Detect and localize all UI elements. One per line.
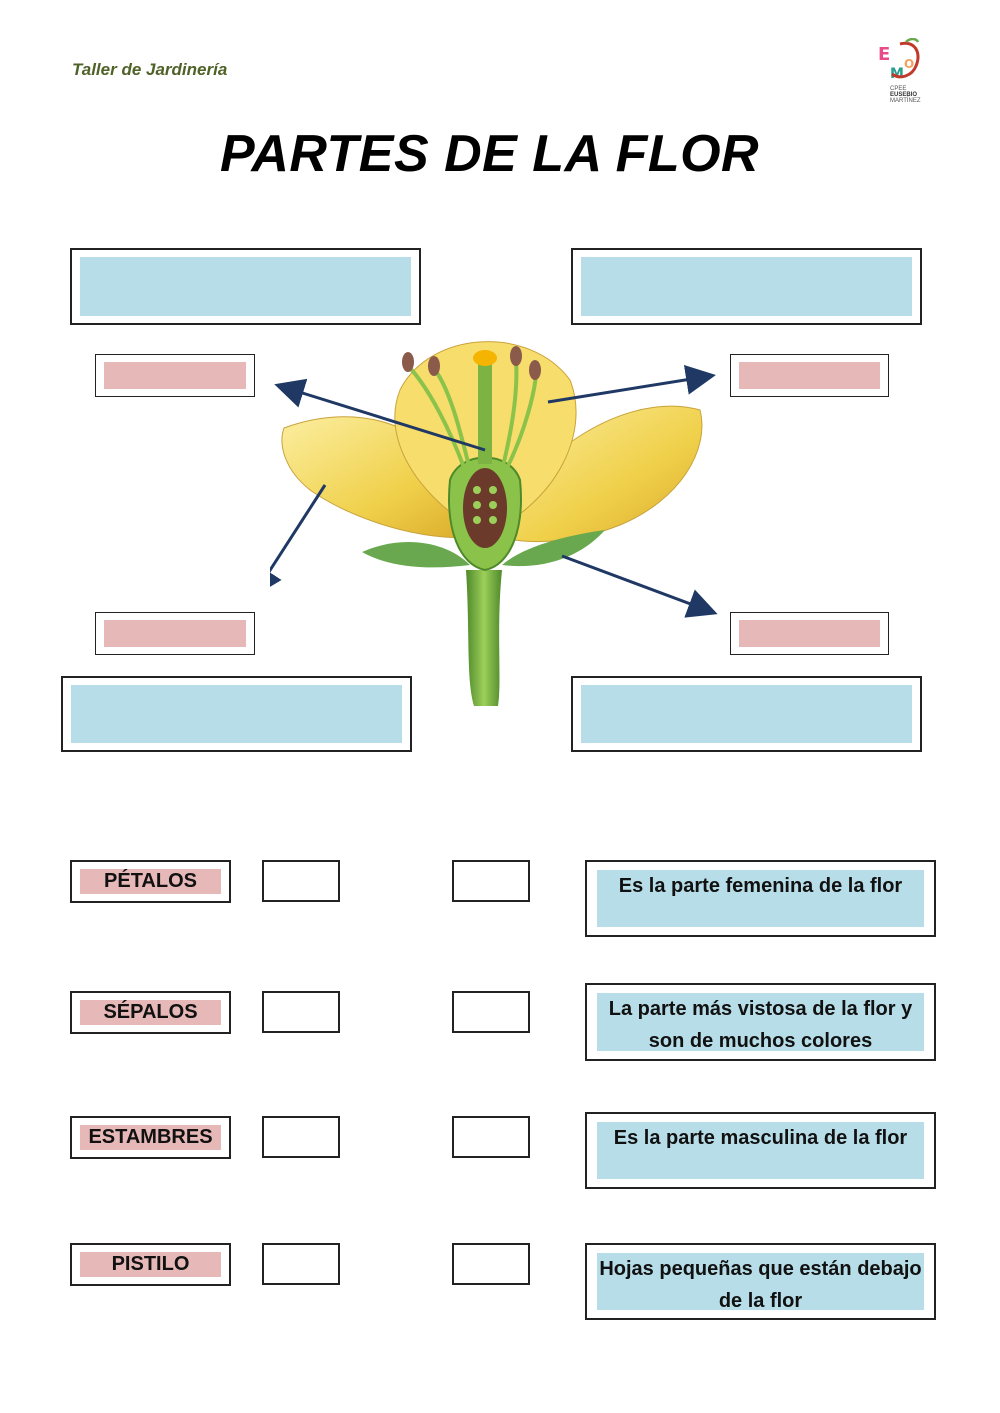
definition-3[interactable]: Es la parte masculina de la flor — [585, 1112, 936, 1189]
answer-box-left-1[interactable] — [262, 860, 340, 902]
answer-box-left-2[interactable] — [262, 991, 340, 1033]
label-slot-top-right[interactable] — [730, 354, 889, 397]
term-label: SÉPALOS — [80, 1000, 221, 1025]
style — [478, 364, 492, 464]
logo-mark-icon: E M O — [878, 37, 920, 82]
arrow-stamen — [547, 364, 716, 404]
term-pistilo[interactable]: PISTILO — [70, 1243, 231, 1286]
drop-zone-bottom-right[interactable] — [571, 676, 922, 752]
logo-line-1: CPEE — [890, 86, 907, 92]
label-slot-top-left[interactable] — [95, 354, 255, 397]
definition-text: Es la parte femenina de la flor — [597, 870, 924, 927]
term-label: ESTAMBRES — [80, 1125, 221, 1150]
logo-caption: CPEE EUSEBIO MARTÍNEZ — [890, 86, 934, 104]
stem — [466, 570, 502, 706]
answer-box-left-3[interactable] — [262, 1116, 340, 1158]
answer-box-right-3[interactable] — [452, 1116, 530, 1158]
school-logo: E M O CPEE EUSEBIO MARTÍNEZ — [870, 37, 940, 108]
logo-letter-e: E — [878, 44, 890, 65]
term-estambres[interactable]: ESTAMBRES — [70, 1116, 231, 1159]
term-petalos[interactable]: PÉTALOS — [70, 860, 231, 903]
definition-text: Hojas pequeñas que están debajo de la fl… — [597, 1253, 924, 1312]
drop-zone-top-right[interactable] — [571, 248, 922, 325]
term-label: PISTILO — [80, 1252, 221, 1277]
workshop-label: Taller de Jardinería — [72, 60, 228, 79]
answer-box-right-2[interactable] — [452, 991, 530, 1033]
arrow-sepal — [561, 554, 718, 618]
ovary-chamber — [463, 468, 507, 548]
answer-box-right-1[interactable] — [452, 860, 530, 902]
stigma — [473, 350, 497, 366]
drop-zone-top-left[interactable] — [70, 248, 421, 325]
left-sepal — [362, 542, 470, 568]
term-label: PÉTALOS — [80, 869, 221, 894]
logo-letter-o: O — [904, 57, 914, 71]
arrow-petal — [252, 484, 327, 598]
arrow-pistil — [274, 378, 486, 452]
flower-illustration — [252, 330, 750, 720]
definition-2[interactable]: La parte más vistosa de la flor y son de… — [585, 983, 936, 1061]
right-sepal — [502, 530, 605, 567]
right-petal — [494, 405, 703, 543]
page-title: PARTES DE LA FLOR — [220, 125, 760, 183]
logo-line-2: EUSEBIO — [890, 92, 918, 98]
definition-1[interactable]: Es la parte femenina de la flor — [585, 860, 936, 937]
label-slot-bottom-left[interactable] — [95, 612, 255, 655]
definition-text: La parte más vistosa de la flor y son de… — [597, 993, 924, 1052]
definition-4[interactable]: Hojas pequeñas que están debajo de la fl… — [585, 1243, 936, 1320]
term-sepalos[interactable]: SÉPALOS — [70, 991, 231, 1034]
definition-text: Es la parte masculina de la flor — [597, 1122, 924, 1179]
label-slot-bottom-right[interactable] — [730, 612, 889, 655]
answer-box-right-4[interactable] — [452, 1243, 530, 1285]
answer-box-left-4[interactable] — [262, 1243, 340, 1285]
logo-line-3: MARTÍNEZ — [890, 98, 921, 104]
drop-zone-bottom-left[interactable] — [61, 676, 412, 752]
